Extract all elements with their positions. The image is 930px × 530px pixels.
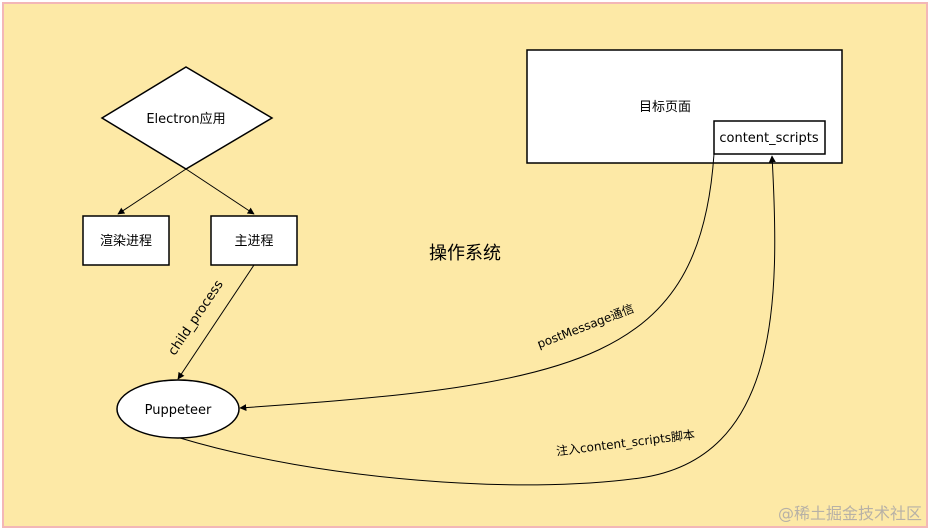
main-process-node[interactable]: 主进程 xyxy=(210,215,298,266)
edge-electron-to-main xyxy=(185,168,255,215)
watermark: @稀土掘金技术社区 xyxy=(777,504,922,523)
main-process-label: 主进程 xyxy=(234,234,273,249)
render-process-label: 渲染进程 xyxy=(100,234,152,249)
edge-electron-to-render xyxy=(117,168,187,215)
puppeteer-node[interactable]: Puppeteer xyxy=(116,379,240,439)
edge-inject xyxy=(179,155,776,486)
os-title: 操作系统 xyxy=(429,243,501,264)
target-page-node[interactable]: 目标页面 xyxy=(526,49,843,164)
content-scripts-label: content_scripts xyxy=(719,131,818,146)
edge-postmessage xyxy=(239,153,715,412)
content-scripts-node[interactable]: content_scripts xyxy=(713,120,826,155)
target-page-label: 目标页面 xyxy=(639,100,691,115)
render-process-node[interactable]: 渲染进程 xyxy=(82,215,170,266)
puppeteer-label: Puppeteer xyxy=(145,403,212,418)
edge-main-to-puppeteer xyxy=(177,264,255,380)
electron-app-label: Electron应用 xyxy=(146,111,225,127)
